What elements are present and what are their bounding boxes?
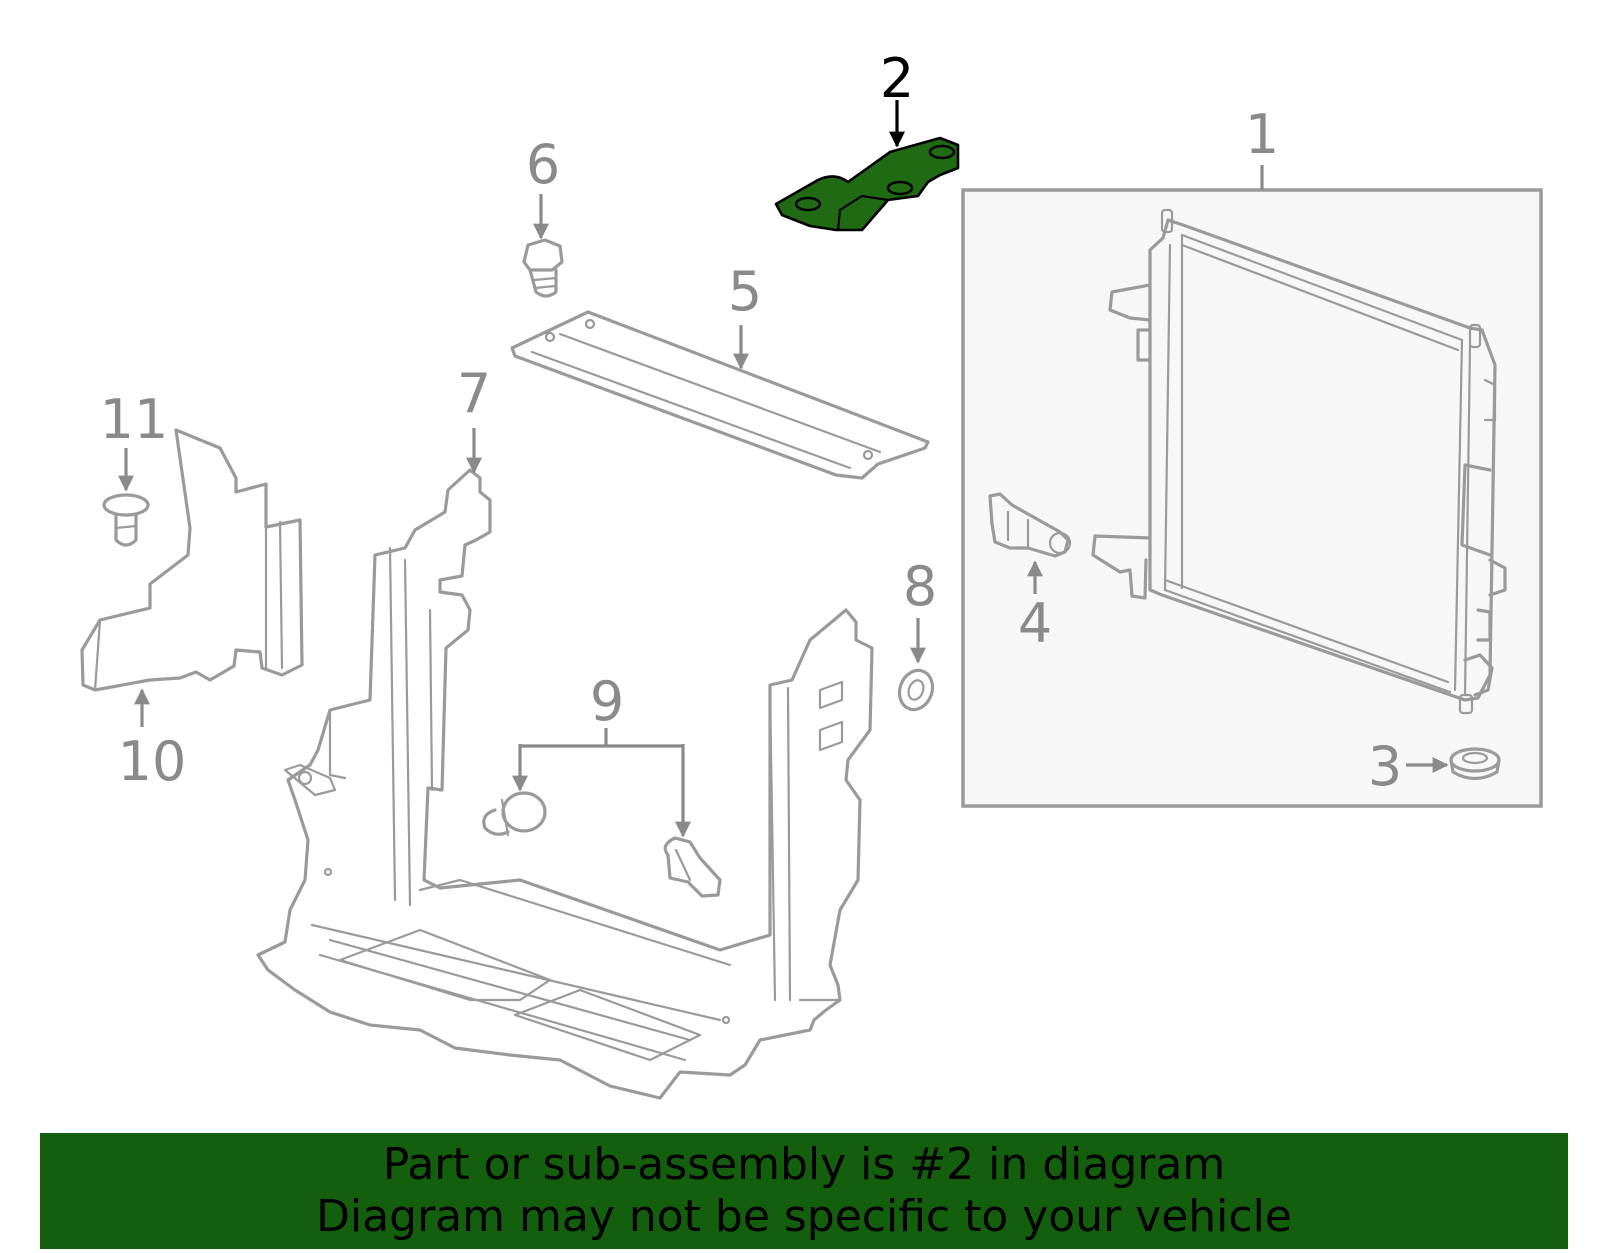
callout-11: 11: [100, 388, 169, 451]
callout-4: 4: [1018, 592, 1052, 655]
part-1-radiator[interactable]: [1091, 208, 1507, 715]
banner-line-2: Diagram may not be specific to your vehi…: [316, 1191, 1292, 1242]
callout-1: 1: [1245, 103, 1279, 166]
part-4-sensor[interactable]: [988, 492, 1072, 558]
part-3-grommet[interactable]: [1449, 747, 1501, 781]
part-6-bolt[interactable]: [522, 238, 564, 298]
banner-line-1: Part or sub-assembly is #2 in diagram: [382, 1139, 1226, 1190]
callout-9: 9: [590, 670, 624, 733]
part-8-washer[interactable]: [894, 666, 938, 715]
part-11-clip[interactable]: [102, 493, 150, 547]
callout-6: 6: [526, 133, 560, 196]
callout-7: 7: [457, 362, 491, 425]
part-9-pins[interactable]: [482, 791, 722, 898]
callout-3: 3: [1368, 735, 1402, 798]
callout-2: 2: [880, 47, 914, 110]
part-5-baffle[interactable]: [510, 310, 930, 480]
part-7-air-baffle[interactable]: [256, 468, 874, 1100]
info-banner: Part or sub-assembly is #2 in diagram Di…: [40, 1133, 1568, 1249]
part-2-bracket[interactable]: [774, 136, 960, 232]
callout-8: 8: [903, 555, 937, 618]
radiator-inset-box: [961, 188, 1543, 808]
part-10-deflector[interactable]: [80, 428, 304, 692]
callout-10: 10: [118, 730, 187, 793]
callout-5: 5: [728, 260, 762, 323]
